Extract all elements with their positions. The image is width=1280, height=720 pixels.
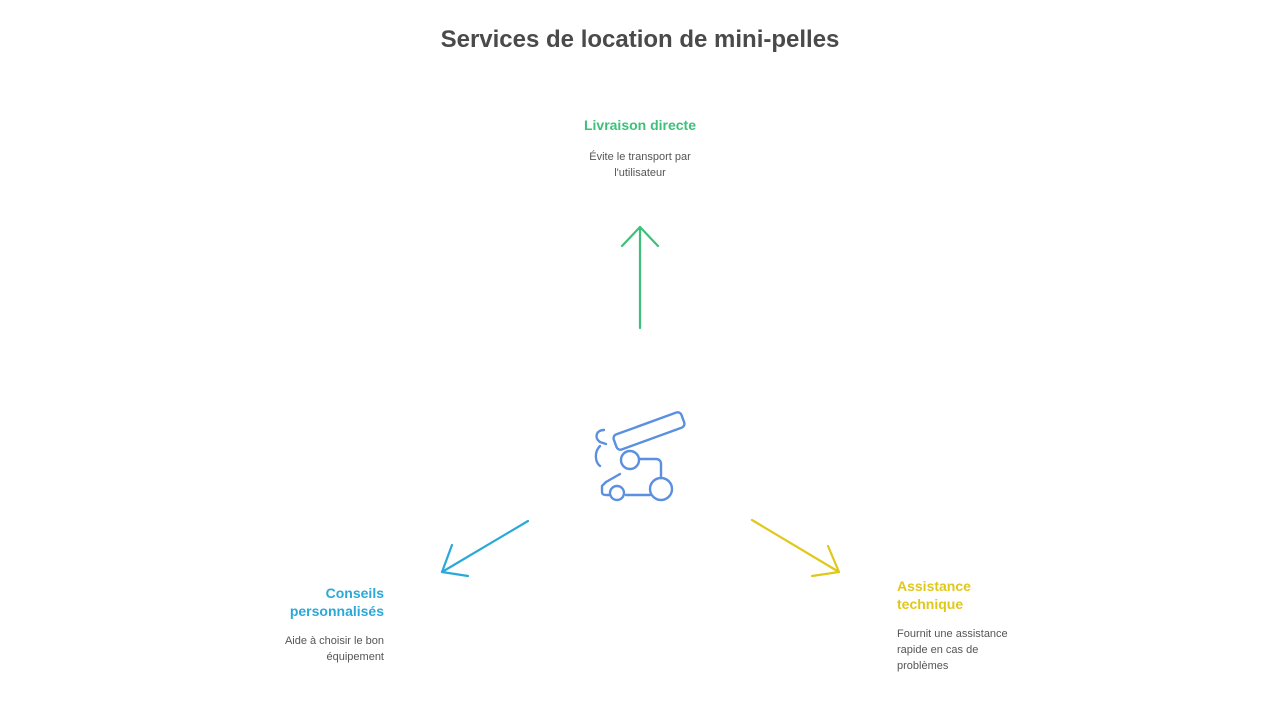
node-title-conseils: Conseils personnalisés: [230, 584, 384, 620]
description-line: problèmes: [897, 660, 949, 672]
title-line: Conseils: [325, 585, 384, 601]
arrow-up-icon: [620, 225, 660, 330]
description-line: l'utilisateur: [614, 167, 666, 179]
node-description-livraison: Évite le transport par l'utilisateur: [560, 149, 720, 181]
description-line: Fournit une assistance: [897, 628, 1008, 640]
node-description-conseils: Aide à choisir le bon équipement: [230, 633, 384, 665]
description-line: Évite le transport par: [589, 151, 691, 163]
title-line: personnalisés: [289, 603, 384, 619]
mini-excavator-icon: [594, 411, 686, 502]
node-title-livraison: Livraison directe: [583, 117, 697, 133]
title-line: technique: [897, 596, 964, 612]
arrow-down-right-icon: [750, 518, 841, 578]
title-line: Assistance: [897, 578, 971, 594]
description-line: équipement: [326, 651, 385, 663]
page-title: Services de location de mini-pelles: [440, 26, 840, 53]
node-title-assistance: Assistance technique: [897, 577, 1047, 613]
node-description-assistance: Fournit une assistance rapide en cas de …: [897, 626, 1037, 674]
arrow-down-left-icon: [440, 519, 530, 578]
description-line: rapide en cas de: [897, 644, 979, 656]
description-line: Aide à choisir le bon: [284, 635, 384, 647]
